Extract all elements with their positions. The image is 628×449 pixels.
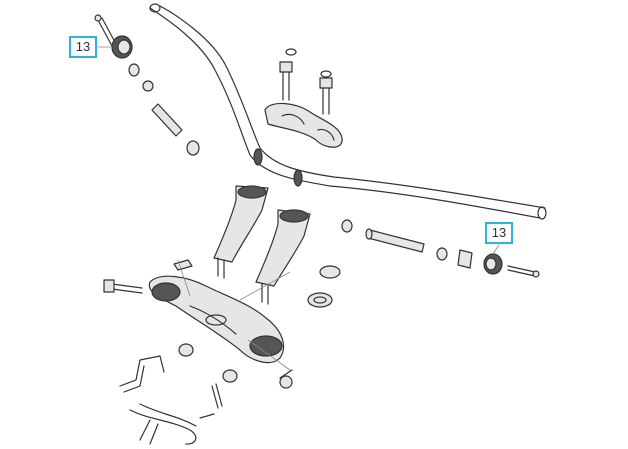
triple-clamp bbox=[103, 259, 341, 364]
leader-lines bbox=[97, 46, 500, 371]
lower-brackets bbox=[119, 343, 293, 445]
left-end-weight-assembly bbox=[94, 14, 200, 156]
right-end-weight-assembly bbox=[341, 219, 540, 278]
part-callout-13-left[interactable]: 13 bbox=[69, 36, 97, 58]
handlebar-risers bbox=[213, 185, 311, 305]
part-callout-13-right[interactable]: 13 bbox=[485, 222, 513, 244]
top-clamp-assembly bbox=[264, 48, 343, 148]
handlebar-tube bbox=[149, 3, 547, 220]
